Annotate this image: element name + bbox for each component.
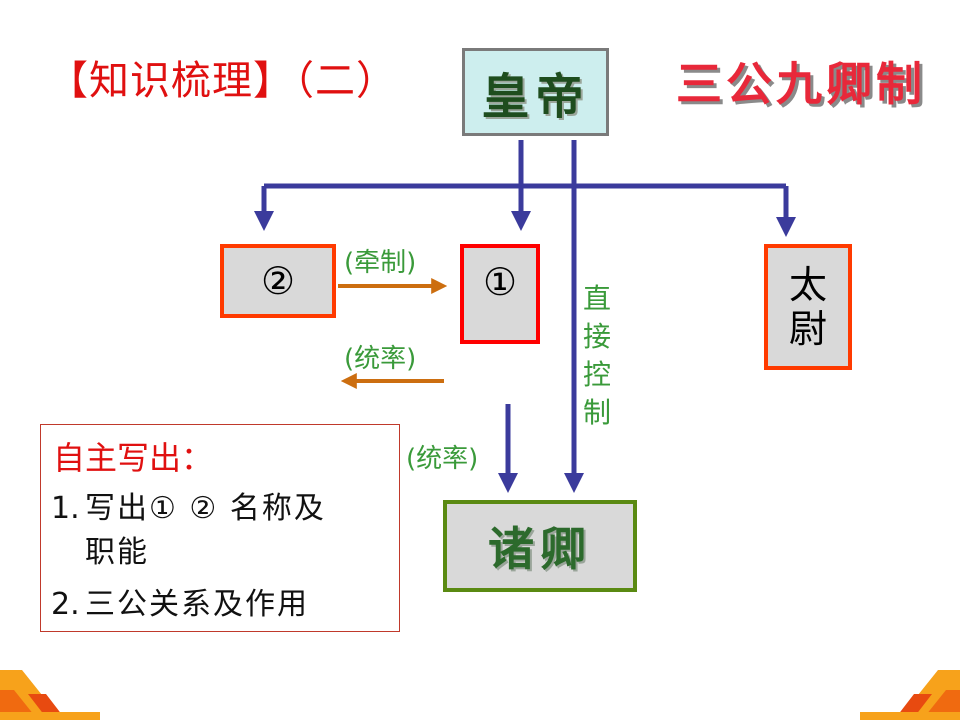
task-1-text-line1: 写出① ② 名称及 [85, 491, 326, 526]
direct-control-char-3: 控 [582, 358, 611, 391]
leads-label-upper: (统率) [344, 344, 417, 374]
direct-control-char-4: 制 [582, 396, 611, 429]
task-item-2: 2.三公关系及作用 [51, 583, 309, 627]
slide-title: 【知识梳理】（二） [48, 58, 397, 104]
minister-2-label: ② [260, 259, 296, 303]
direct-control-char-2: 接 [582, 320, 611, 353]
taiwei-label-char-1: 太 [788, 263, 827, 307]
checks-label: (牵制) [344, 248, 417, 278]
task-2-number: 2. [51, 587, 80, 622]
emperor-label: 皇帝 [481, 69, 590, 125]
direct-control-char-1: 直 [582, 282, 611, 315]
nine-ministers-box: 诸卿 [443, 500, 637, 592]
taiwei-label-char-2: 尉 [788, 307, 827, 351]
self-study-panel: 自主写出： 1.写出① ② 名称及 职能 2.三公关系及作用 [40, 424, 400, 632]
system-title: 三公九卿制 [676, 57, 926, 111]
task-1-number: 1. [51, 491, 80, 526]
corner-right-decoration [860, 670, 960, 720]
corner-left-decoration [0, 670, 100, 720]
taiwei-box: 太 尉 [764, 244, 852, 370]
minister-1-label: ① [482, 260, 518, 304]
panel-heading: 自主写出： [53, 439, 214, 477]
task-2-text: 三公关系及作用 [85, 587, 309, 622]
emperor-to-ministers-connector [254, 140, 796, 237]
nine-ministers-label: 诸卿 [488, 522, 592, 576]
task-item-1: 1.写出① ② 名称及 职能 [51, 487, 391, 575]
minister-1-box: ① [460, 244, 540, 344]
direct-control-label: 直 接 控 制 [582, 280, 612, 432]
task-1-text-line2: 职能 [85, 535, 149, 570]
minister-2-box: ② [220, 244, 336, 318]
leads-label-lower: (统率) [406, 444, 479, 474]
emperor-box: 皇帝 [462, 48, 609, 136]
